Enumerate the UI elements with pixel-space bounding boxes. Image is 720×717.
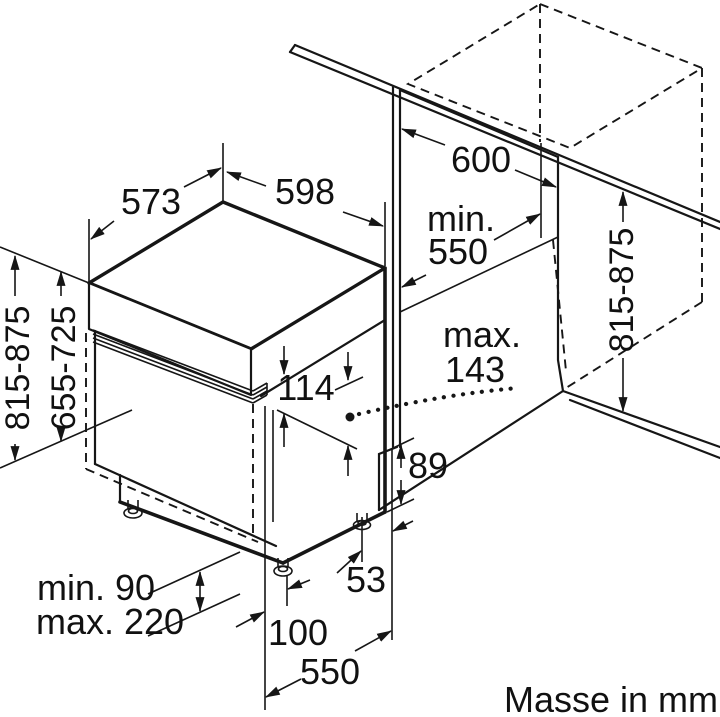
label-furniture-door-height: 655-725: [45, 306, 83, 431]
dimension-labels: 573 598 600 min. 550 815-875 815-875 655…: [0, 139, 718, 717]
hinge-dotted-leader: [356, 385, 521, 417]
label-rear-recess-height: 89: [408, 445, 448, 486]
label-top-depth: 573: [121, 181, 181, 222]
label-appliance-height-left: 815-875: [0, 306, 37, 431]
cabinet-side-panel: [377, 85, 720, 512]
label-niche-depth-min: min.: [427, 198, 495, 239]
label-plinth-min: min. 90: [37, 567, 155, 608]
label-control-panel-height: 114: [277, 367, 334, 408]
label-plinth-max: max. 220: [36, 601, 184, 642]
hinge-pivot-dot: [345, 412, 355, 422]
label-niche-height-right: 815-875: [603, 228, 641, 353]
dashed-cabinet-box: [405, 2, 705, 389]
label-rear-recess-depth: 53: [346, 559, 386, 600]
label-top-width: 598: [275, 171, 335, 212]
control-panel-strip: [92, 329, 268, 404]
label-hinge-max-word: max.: [443, 314, 521, 355]
label-front-foot-setback: 100: [268, 612, 328, 653]
units-note: Masse in mm: [504, 679, 718, 717]
label-niche-depth-value: 550: [428, 231, 488, 272]
label-hinge-max-value: 143: [445, 349, 505, 390]
label-base-depth: 550: [300, 651, 360, 692]
label-cabinet-depth: 600: [451, 139, 511, 180]
dimension-lines: [0, 128, 628, 698]
dishwasher-body: [85, 200, 387, 710]
kitchen-worktop: [288, 43, 720, 231]
